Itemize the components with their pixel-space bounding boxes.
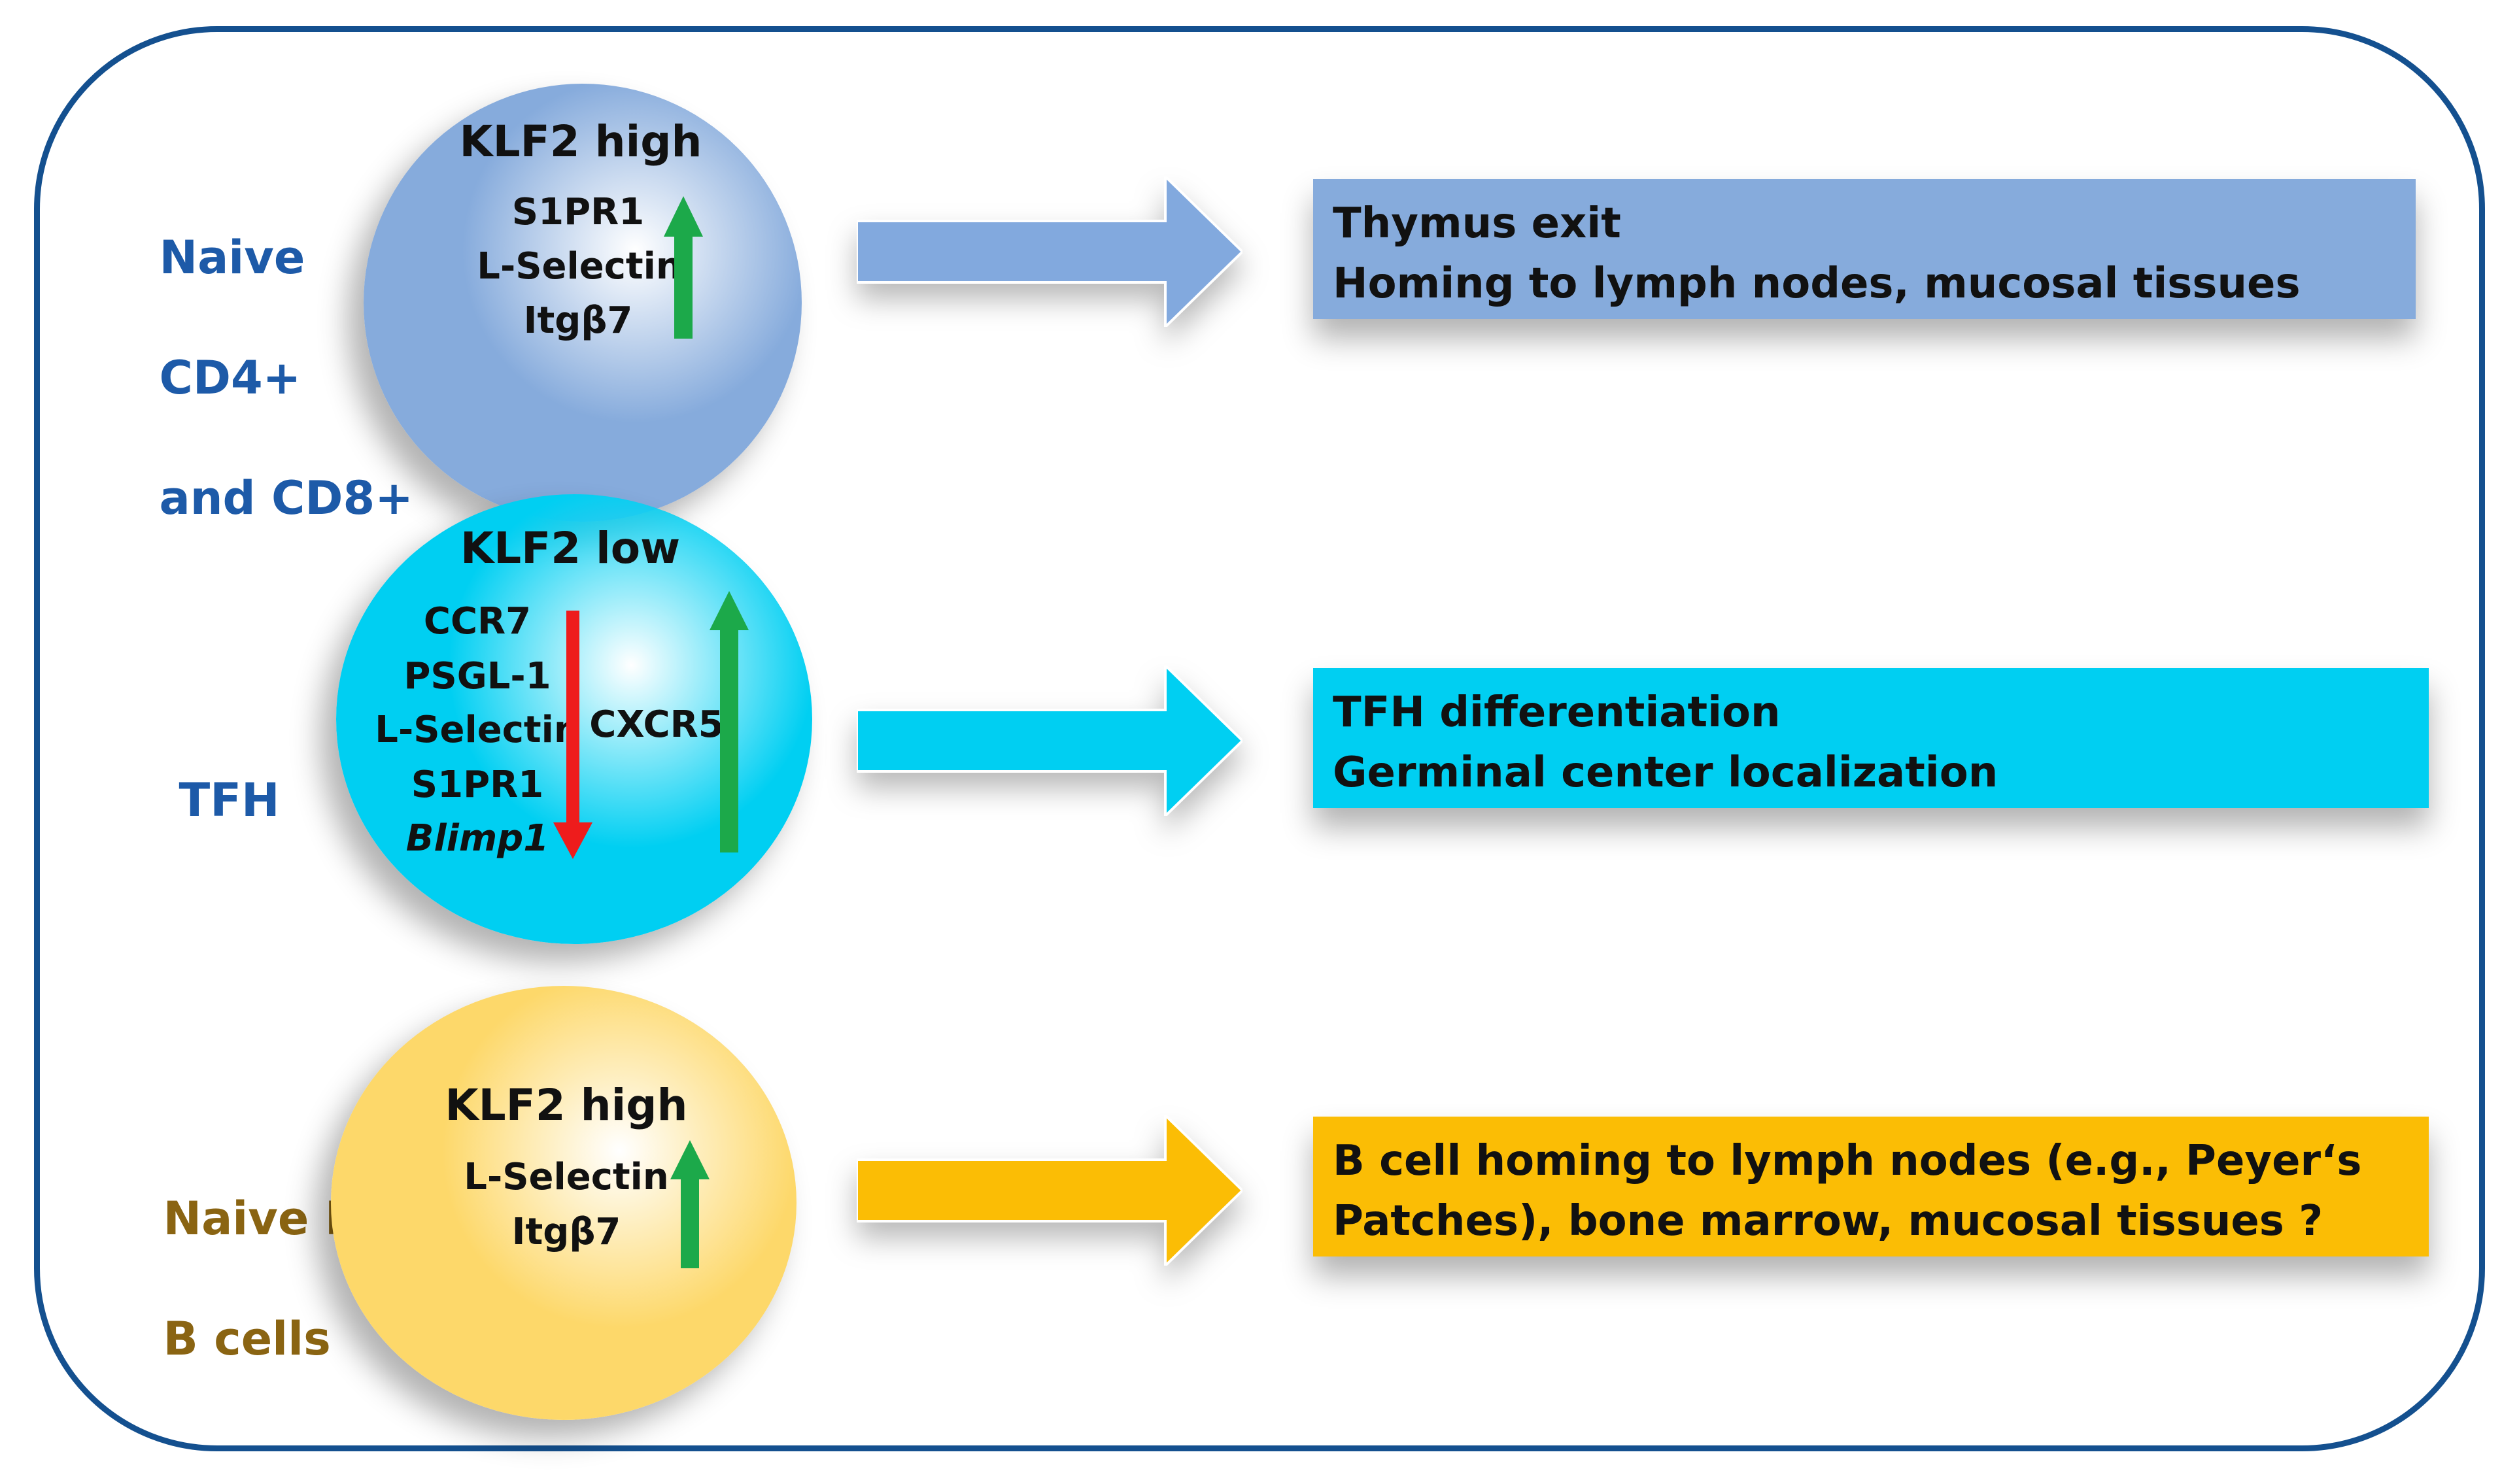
flow-arrow-shape [857, 177, 1242, 327]
outcome-box-naive-b: B cell homing to lymph nodes (e.g., Peye… [1313, 1117, 2429, 1256]
up-gene-label: CXCR5 [589, 703, 724, 746]
up-arrow-head [710, 591, 749, 630]
outcome-text-line: Thymus exit [1333, 199, 1621, 248]
up-arrow-shaft [674, 234, 693, 339]
down-gene-label: L-Selectin [375, 709, 580, 751]
row-label-tfh: TFH [115, 710, 280, 890]
outcome-text-line: Homing to lymph nodes, mucosal tissues [1333, 260, 2301, 308]
down-arrow-shaft [566, 611, 579, 828]
down-gene-label: S1PR1 [411, 764, 544, 806]
circle-title: KLF2 low [460, 523, 681, 573]
outcome-text-line: Germinal center localization [1333, 749, 1998, 797]
flow-arrow-shape [857, 1115, 1242, 1266]
down-gene-label: PSGL-1 [403, 655, 551, 698]
outcome-text-line: Patches), bone marrow, mucosal tissues ? [1333, 1197, 2323, 1245]
circle-title: KLF2 high [445, 1080, 688, 1130]
up-gene-label: Itgβ7 [523, 299, 633, 342]
outcome-box-tfh: TFH differentiation Germinal center loca… [1313, 668, 2429, 808]
flow-arrow [857, 666, 1242, 816]
row-label-line: B cells [163, 1312, 331, 1366]
up-arrow-shaft [720, 628, 738, 852]
outcome-text-line: B cell homing to lymph nodes (e.g., Peye… [1333, 1137, 2362, 1185]
circle-title: KLF2 high [459, 116, 702, 167]
up-arrow-shaft [681, 1177, 699, 1268]
cell-circle-naive-b [331, 986, 797, 1420]
row-label-naive-t-cells: Naive CD4+ and CD8+ [95, 167, 413, 588]
up-arrow-head [664, 196, 703, 237]
down-arrow-head [553, 822, 592, 859]
flow-arrow [857, 1115, 1242, 1266]
down-gene-label: CCR7 [423, 600, 532, 643]
up-gene-label: Itgβ7 [511, 1211, 621, 1253]
up-gene-label: L-Selectin [464, 1156, 669, 1198]
row-label-line: TFH [179, 773, 280, 827]
outcome-box-naive-t: Thymus exit Homing to lymph nodes, mucos… [1313, 179, 2416, 319]
up-gene-label: L-Selectin [477, 245, 682, 288]
flow-arrow-shape [857, 666, 1242, 816]
flow-arrow [857, 177, 1242, 327]
down-gene-label: Blimp1 [405, 817, 549, 860]
row-label-line: and CD8+ [159, 471, 413, 525]
row-label-line: CD4+ [159, 351, 301, 405]
cell-circle-naive-t [364, 84, 802, 522]
outcome-text-line: TFH differentiation [1333, 688, 1781, 737]
up-arrow-head [670, 1140, 710, 1179]
row-label-line: Naive [159, 231, 305, 284]
up-gene-label: S1PR1 [511, 191, 645, 233]
